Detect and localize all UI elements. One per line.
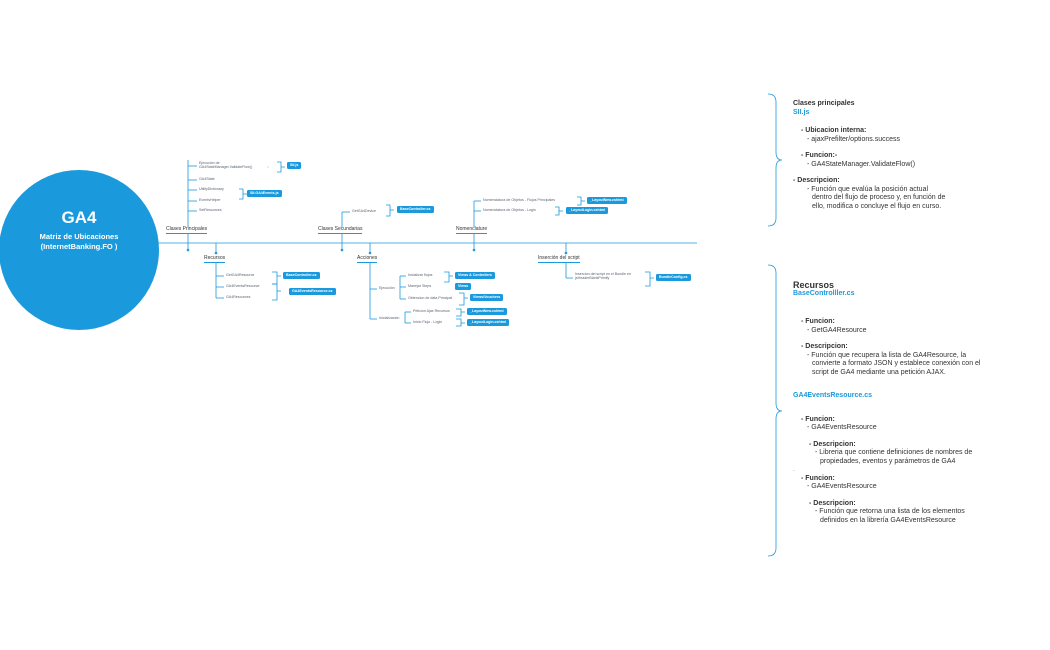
panel1-desc-line: ello, modifica o concluye el flujo en cu… xyxy=(812,202,942,210)
panel1-ubic-value: - ajaxPrefilter/options.success xyxy=(807,135,900,143)
panel2-f2a-desc-line: - Libreria que contiene definiciones de … xyxy=(815,449,973,456)
leaf-inicializar-flujos[interactable]: Inicializar flujos xyxy=(408,273,433,277)
panel2-f2a-func-label: - Funcion: xyxy=(801,415,835,423)
tag-views-vouchers[interactable]: Views/Vouchers xyxy=(470,294,504,301)
leaf-ga4state[interactable]: GA4State xyxy=(199,177,215,181)
tag-basecontroller-cs[interactable]: BaseController.cs xyxy=(397,206,434,213)
branch-nomenclature[interactable]: Nomenclature xyxy=(456,226,488,234)
panel2-f2b-desc-line: - Función que retorna una lista de los e… xyxy=(815,508,965,515)
panel2-f1-func-value: - GetGA4Resource xyxy=(807,326,867,334)
leaf-ga4resources[interactable]: GA4Resources xyxy=(226,295,251,299)
panel1-desc-line: dentro del flujo de proceso y, en funció… xyxy=(812,194,946,201)
branch-acciones[interactable]: Acciones xyxy=(357,255,378,263)
leaf-setresources[interactable]: SetResources xyxy=(199,208,222,212)
panel2-f2a-func-value: - GA4EventsResource xyxy=(807,424,877,431)
panel2-f2b-func-value: - GA4EventsResource xyxy=(807,483,877,490)
tag-views-controllers[interactable]: Views & Controllers xyxy=(455,272,495,279)
panel2-f2b-desc-line: definidos en la librería GA4EventsResour… xyxy=(820,516,956,524)
central-topic-ga4[interactable]: GA4 Matriz de Ubicaciones (InternetBanki… xyxy=(0,170,159,330)
branch-recursos[interactable]: Recursos xyxy=(204,255,226,263)
tag-layoutlogin-cshtml-acc[interactable]: _LayoutLogin.cshtml xyxy=(467,319,510,326)
leaf-obtencion-data[interactable]: Obtencion de data Principal xyxy=(408,296,453,300)
leaf-peticion-ajax[interactable]: Peticion Ajax Recursos xyxy=(413,309,450,313)
leaf-insercion-bundle[interactable]: Insercion del script en el Bundle en jsH… xyxy=(575,272,631,281)
branch-clases-principales[interactable]: Clases Principales xyxy=(166,226,208,234)
panel2-f2a-desc-line: propiedades, eventos y parámetros de GA4 xyxy=(820,457,956,465)
leaf-ejecucion-validateflow[interactable]: Ejecución de GA4StateManager.ValidateFlo… xyxy=(199,161,253,170)
leaf-ga4eventsresource[interactable]: GA4EventsResource xyxy=(226,284,260,288)
panel2-title: Recursos xyxy=(793,280,835,290)
panel2-f1-desc-label: - Descripcion: xyxy=(801,343,848,350)
panel1-func-label: - Funcion:- xyxy=(801,152,838,159)
panel2-f1-func-label: - Funcion: xyxy=(801,318,835,325)
leaf-inicio-flujo-login[interactable]: Inicio Flujo - Login xyxy=(413,320,443,324)
panel2-f2b-func-label: - Funcion: xyxy=(801,474,835,482)
branch-insercion-script[interactable]: Inserción del script xyxy=(538,255,580,263)
branch-clases-secundarias[interactable]: Clases Secundarias xyxy=(318,226,363,234)
notes-panel-clases-principales: Clases principales SII.js - Ubicacion in… xyxy=(793,100,1033,211)
panel2-f1-desc-line: convierte a formato JSON y establece con… xyxy=(812,360,981,367)
leaf-nomenclatura-login[interactable]: Nomenclatura de Objetos - Login xyxy=(483,208,536,212)
tag-sii-ga4events-js[interactable]: SII.GA4Events.js xyxy=(247,190,282,197)
hub-subtitle: Matriz de Ubicaciones (InternetBanking.F… xyxy=(39,232,119,251)
panel1-desc-line: - Función que evalúa la posición actual xyxy=(807,185,929,193)
hub-title: GA4 xyxy=(61,208,97,227)
leaf-getga4device[interactable]: GetGA4Device xyxy=(352,209,376,213)
panel1-title: Clases principales xyxy=(793,100,855,107)
pin-icon: ⌕ xyxy=(267,165,269,169)
tag-views[interactable]: Views xyxy=(455,283,472,290)
leaf-eventshelper[interactable]: EventsHelper xyxy=(199,198,221,202)
panel2-file1[interactable]: BaseControlller.cs xyxy=(793,289,855,297)
leaf-getga4resource[interactable]: GetGA4Resource xyxy=(226,273,255,277)
panel2-f1-desc-line: - Función que recupera la lista de GA4Re… xyxy=(807,351,967,359)
panel1-func-value: - GA4StateManager.ValidateFlow() xyxy=(807,160,916,168)
notes-panel-recursos: Recursos BaseControlller.cs - Funcion: -… xyxy=(793,281,1038,525)
panel2-file2[interactable]: GA4EventsResource.cs xyxy=(793,392,872,399)
tag-layoutlogin-cshtml[interactable]: _LayoutLogin.cshtml xyxy=(566,207,609,214)
leaf-ejecucion[interactable]: Ejecución xyxy=(379,286,395,290)
panel2-f2a-desc-label: - Descripcion: xyxy=(809,440,856,448)
leaf-nomenclatura-flujos[interactable]: Nomenclatura de Objetos - Flujos Princip… xyxy=(483,198,556,202)
tag-bundleconfig-cs[interactable]: BundleConfig.cs xyxy=(656,274,691,281)
leaf-inicializacion[interactable]: Inicialización xyxy=(379,316,400,320)
panel1-ubic-label: - Ubicacion interna: xyxy=(801,127,867,134)
tag-ga4eventsresource-cs[interactable]: GA4EventsResource.cs xyxy=(289,288,336,295)
tag-basecontroller-cs-rec[interactable]: BaseController.cs xyxy=(283,272,320,279)
tag-layoutnew-cshtml-acc[interactable]: _LayoutNew.cshtml xyxy=(467,308,507,315)
tag-sii-js[interactable]: SII.js xyxy=(287,162,302,169)
tag-layoutnew-cshtml[interactable]: _LayoutNew.cshtml xyxy=(587,197,627,204)
panel1-file[interactable]: SII.js xyxy=(793,108,810,116)
panel2-f2b-desc-label: - Descripcion: xyxy=(809,499,856,507)
panel1-desc-label: - Descripcion: xyxy=(793,177,840,184)
leaf-manejar-steps[interactable]: Manejar Steps xyxy=(408,284,432,288)
panel2-dot: . xyxy=(793,466,795,473)
panel2-f1-desc-line: script de GA4 mediante una petición AJAX… xyxy=(812,368,946,376)
leaf-utilitydictionary[interactable]: UtilityDictionary xyxy=(199,187,224,191)
